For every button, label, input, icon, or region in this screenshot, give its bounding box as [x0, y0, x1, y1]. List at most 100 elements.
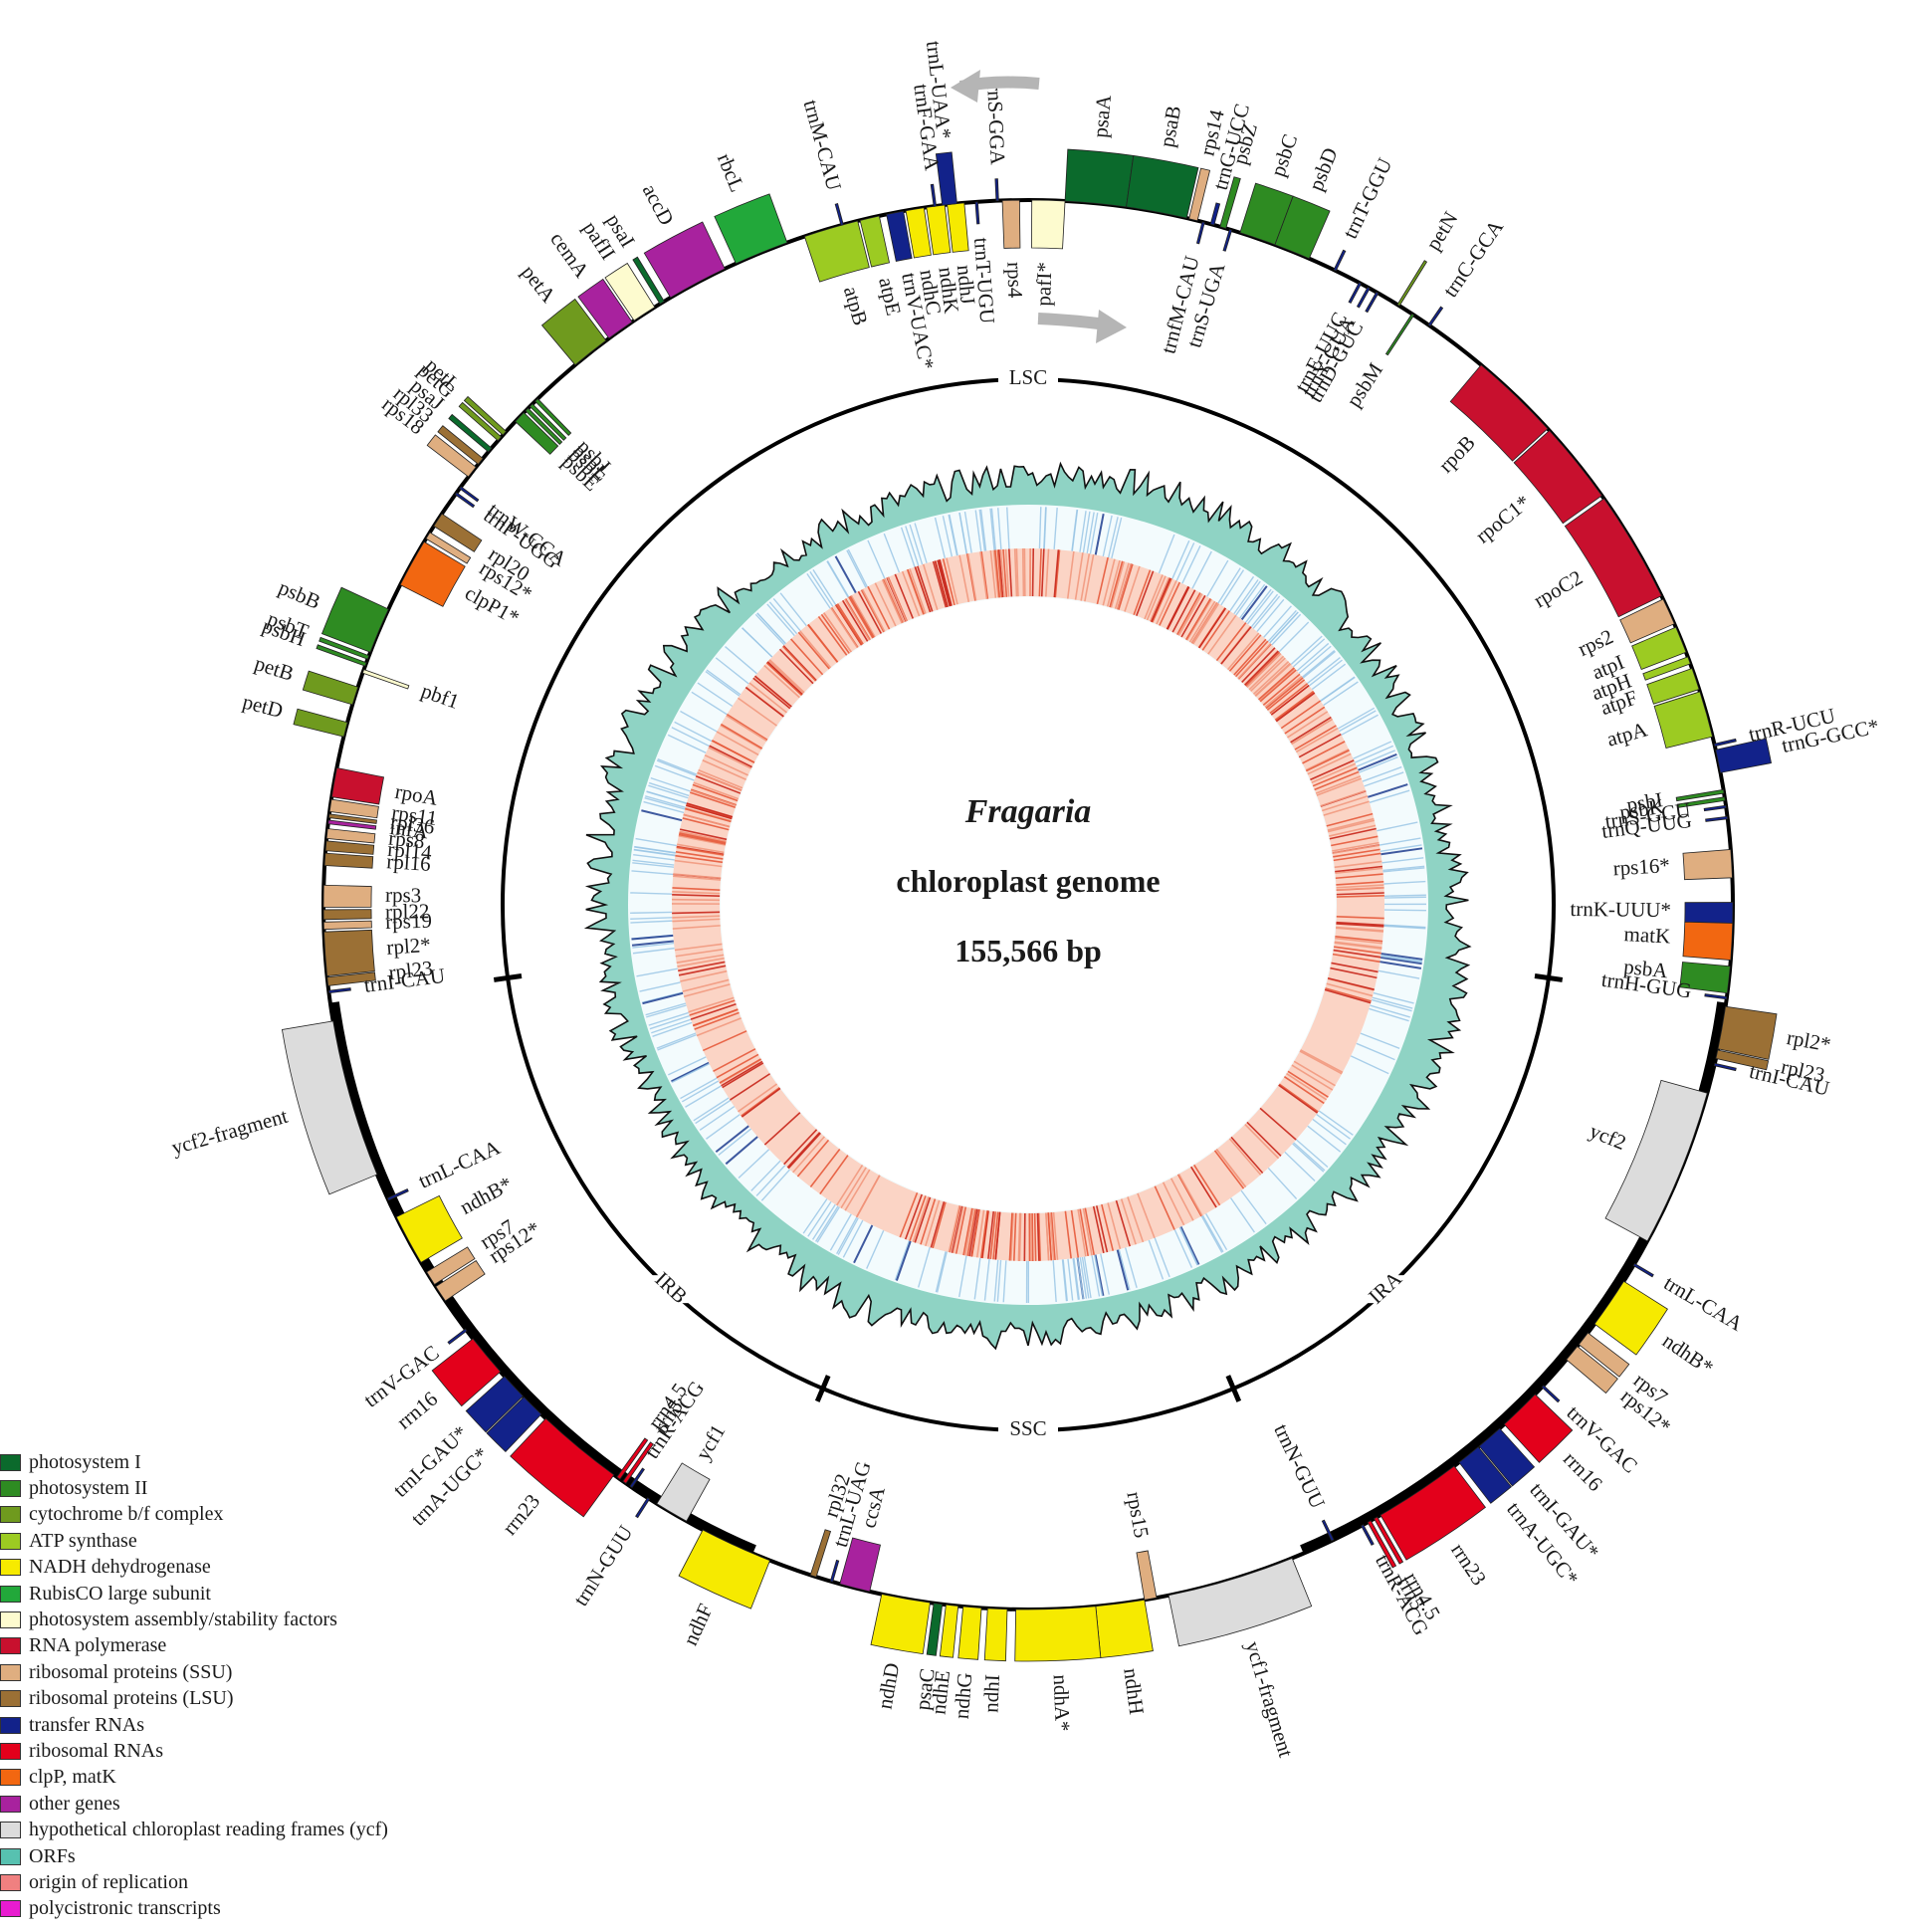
legend-swatch	[0, 1822, 21, 1838]
legend-label: transfer RNAs	[29, 1714, 144, 1737]
gene-block	[303, 671, 357, 705]
gene-label: rps16*	[1612, 853, 1670, 880]
gene-block	[644, 222, 725, 298]
gene-label: trnK-UUU*	[1570, 897, 1671, 922]
legend-label: ATP synthase	[29, 1530, 137, 1553]
gene-block	[1428, 307, 1443, 326]
gene-label: trnM-CAU	[799, 98, 847, 193]
gene-label: accD	[638, 180, 679, 229]
legend-label: hypothetical chloroplast reading frames …	[29, 1819, 388, 1841]
gene-label: psbD	[1304, 144, 1343, 194]
gene-block	[1349, 283, 1362, 304]
gene-label: trnT-GGU	[1338, 154, 1396, 243]
gene-block	[326, 829, 375, 843]
legend-label: clpP, matK	[29, 1766, 116, 1789]
gene-block	[871, 1595, 930, 1654]
legend-label: photosystem II	[29, 1477, 147, 1500]
gene-label: ycf2	[1587, 1119, 1630, 1155]
gene-block	[1127, 155, 1198, 218]
repeat-mark	[630, 912, 672, 913]
gene-label: rpoC1*	[1471, 490, 1535, 547]
gene-label: psaA	[1088, 93, 1116, 138]
gene-label: pbf1	[418, 679, 462, 714]
legend-swatch	[0, 1454, 21, 1471]
gene-block	[984, 1609, 1007, 1661]
legend-item-orf: ORFs	[0, 1843, 518, 1869]
gene-block	[323, 885, 371, 907]
legend-label: RNA polymerase	[29, 1634, 166, 1657]
legend-swatch	[0, 1480, 21, 1497]
gene-label: atpB	[839, 284, 873, 328]
gene-label: psbC	[1266, 131, 1303, 180]
legend-swatch	[0, 1559, 21, 1576]
gene-block	[396, 1195, 462, 1262]
gene-block	[1015, 1607, 1101, 1661]
gene-label: petD	[240, 690, 286, 723]
gene-block	[1334, 250, 1346, 271]
region-boundary-tick	[1535, 976, 1563, 980]
legend-label: photosystem assembly/stability factors	[29, 1609, 337, 1631]
repeat-mark	[1384, 910, 1426, 911]
legend-item-ycf: hypothetical chloroplast reading frames …	[0, 1817, 518, 1842]
gene-label: pafI*	[1031, 262, 1056, 307]
gene-label: rps15	[1122, 1490, 1154, 1540]
legend-item-trna: transfer RNAs	[0, 1712, 518, 1738]
region-label: LSC	[1009, 365, 1048, 389]
gene-block	[1397, 261, 1427, 307]
gene-label: ycf1	[691, 1420, 731, 1464]
gene-block	[975, 202, 979, 224]
gene-label: ndhI	[978, 1674, 1004, 1714]
legend-swatch	[0, 1690, 21, 1707]
repeat-mark	[1384, 897, 1426, 898]
legend-label: polycistronic transcripts	[29, 1897, 221, 1920]
gene-label: petA	[517, 261, 561, 309]
legend-item-psI: photosystem I	[0, 1449, 518, 1475]
legend-label: photosystem I	[29, 1451, 141, 1474]
gene-label: ndhD	[873, 1661, 905, 1711]
gene-label: rbcL	[713, 150, 749, 196]
gene-label: ycf1-fragment	[1241, 1638, 1299, 1760]
legend-swatch	[0, 1900, 21, 1917]
legend-label: cytochrome b/f complex	[29, 1503, 224, 1526]
gene-block	[1002, 200, 1020, 248]
legend-swatch	[0, 1743, 21, 1760]
legend-label: ribosomal proteins (SSU)	[29, 1661, 232, 1684]
gene-block	[325, 841, 374, 855]
legend-item-other: other genes	[0, 1791, 518, 1817]
gene-block	[948, 203, 969, 252]
legend-swatch	[0, 1506, 21, 1523]
legend-item-lsu: ribosomal proteins (LSU)	[0, 1686, 518, 1712]
legend-label: ribosomal proteins (LSU)	[29, 1687, 234, 1710]
density-mark	[672, 912, 720, 913]
gene-block	[1633, 1263, 1653, 1276]
gene-block	[362, 670, 408, 689]
genome-size: 155,566 bp	[955, 933, 1102, 968]
legend-swatch	[0, 1848, 21, 1865]
gene-block	[940, 1605, 957, 1657]
gene-block	[328, 988, 350, 993]
gene-block	[323, 921, 371, 930]
gene-label: petN	[1421, 207, 1463, 254]
legend-item-psII: photosystem II	[0, 1475, 518, 1501]
gene-block	[1137, 1551, 1157, 1600]
legend-label: other genes	[29, 1793, 120, 1816]
gene-label: trnN-GUU	[1269, 1420, 1330, 1512]
gene-block	[679, 1530, 769, 1609]
gene-block	[1718, 1006, 1777, 1059]
gene-block	[1704, 805, 1726, 810]
gene-label: ndhA*	[1049, 1674, 1075, 1732]
gene-block	[1705, 994, 1727, 999]
legend-item-ori: origin of replication	[0, 1869, 518, 1895]
gene-label: rps3	[385, 883, 421, 907]
legend-item-paf: photosystem assembly/stability factors	[0, 1607, 518, 1632]
legend-swatch	[0, 1586, 21, 1603]
category-legend: photosystem I photosystem II cytochrome b/…	[0, 1449, 518, 1922]
legend-label: origin of replication	[29, 1871, 188, 1894]
gene-block	[324, 930, 375, 975]
gene-label: matK	[1623, 922, 1671, 948]
gene-block	[804, 221, 869, 282]
gene-block	[636, 1498, 650, 1518]
gene-label: psbB	[275, 575, 323, 614]
legend-swatch	[0, 1717, 21, 1734]
